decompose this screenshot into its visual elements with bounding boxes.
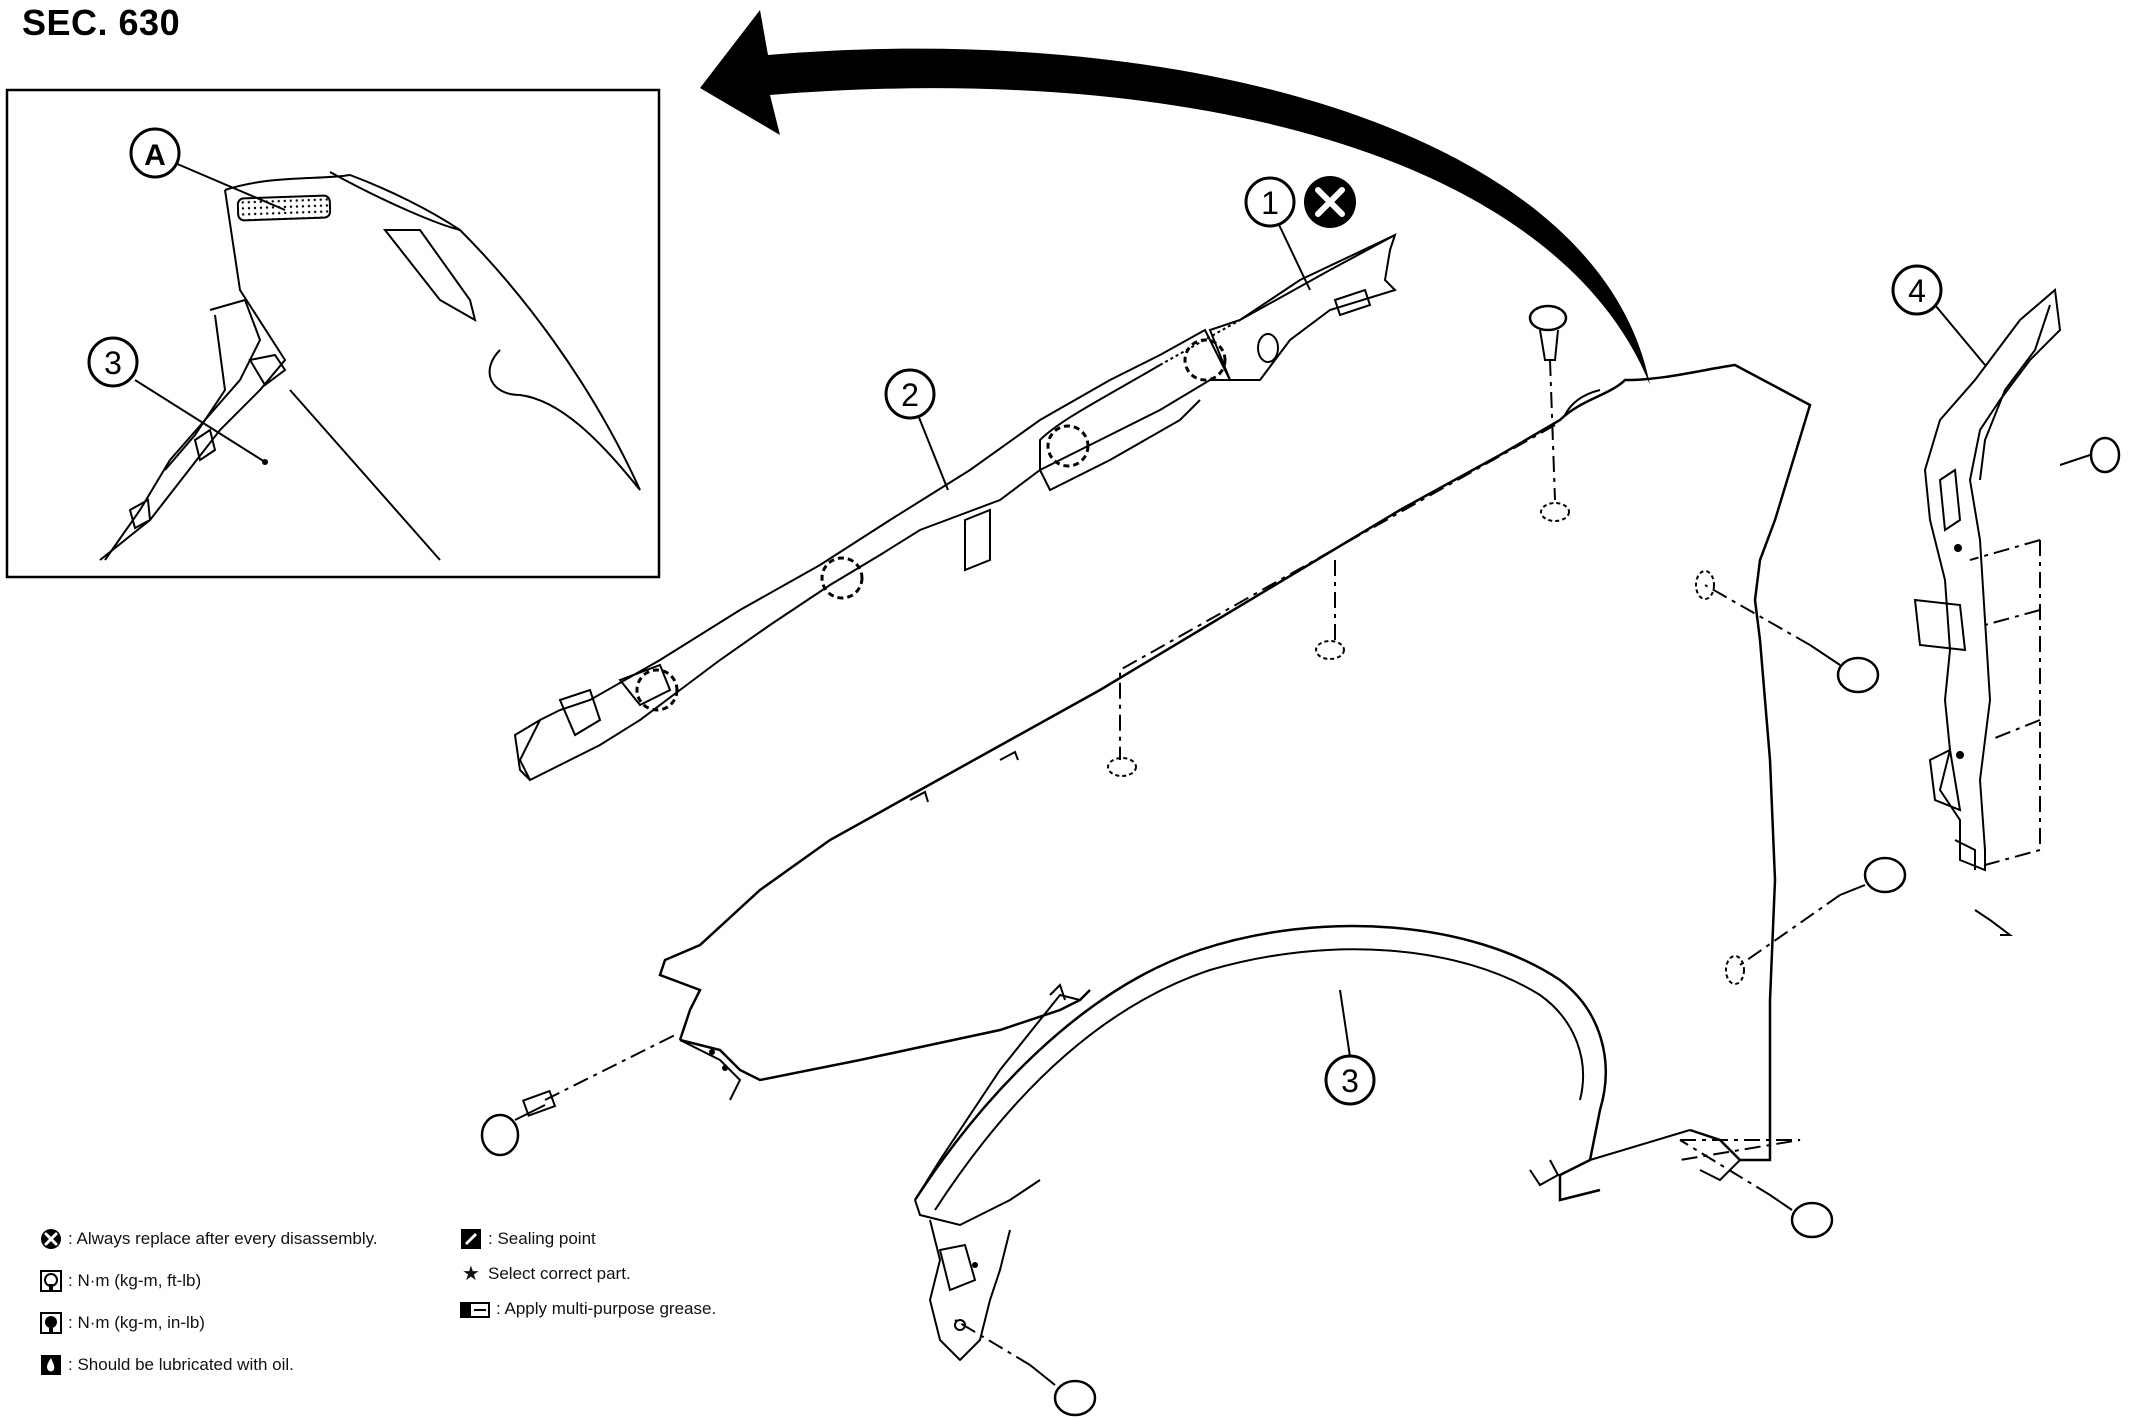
part-1-fender-seal — [1159, 209, 1397, 381]
star-icon: ★ — [462, 1263, 480, 1285]
legend-item: ★ Select correct part. — [460, 1263, 631, 1285]
clip-side — [2059, 436, 2121, 474]
callout-3-main: 3 — [1324, 1054, 1376, 1106]
legend-item: : Should be lubricated with oil. — [40, 1354, 294, 1376]
legend-text: : Always replace after every disassembly… — [68, 1229, 378, 1248]
bolt-rear-middle — [1739, 856, 1907, 966]
legend-text: : N·m (kg-m, in-lb) — [68, 1313, 205, 1332]
legend-item: : N·m (kg-m, ft-lb) — [40, 1270, 201, 1292]
bolt-rear-upper — [1704, 584, 1880, 694]
callout-4: 4 — [1891, 264, 1943, 316]
oil-icon — [41, 1355, 61, 1375]
svg-text:A: A — [144, 139, 166, 172]
direction-arrow — [700, 10, 1650, 385]
bolt-rear-lower — [1679, 1139, 1834, 1239]
hole-markers — [1107, 502, 1745, 985]
legend-item: : Apply multi-purpose grease. — [460, 1298, 716, 1320]
section-title: SEC. 630 — [22, 2, 181, 43]
alignment-lines — [1119, 424, 2041, 1161]
grease-icon — [460, 1302, 490, 1318]
torque-ft-lb-icon — [40, 1270, 62, 1292]
svg-text:1: 1 — [1261, 185, 1279, 221]
part-3-front-fender — [658, 363, 1812, 1362]
sealing-point-icon — [461, 1229, 481, 1249]
legend-text: : Apply multi-purpose grease. — [496, 1299, 717, 1318]
legend-item: : Sealing point — [460, 1228, 596, 1250]
callout-3-inset: 3 — [87, 336, 139, 388]
legend-text: : Should be lubricated with oil. — [68, 1355, 294, 1374]
replace-icon — [41, 1229, 61, 1249]
legend-item: : Always replace after every disassembly… — [40, 1228, 378, 1250]
part-2-fender-protector — [513, 328, 1232, 782]
svg-text:4: 4 — [1908, 273, 1926, 309]
callout-A: A — [129, 127, 181, 179]
svg-text:3: 3 — [1341, 1063, 1359, 1099]
callout-2: 2 — [884, 368, 936, 420]
detail-inset-box — [5, 88, 661, 579]
svg-text:3: 3 — [104, 345, 122, 381]
replace-always-badge — [1304, 176, 1356, 228]
clip-top — [1528, 304, 1568, 501]
bolt-front-bottom — [954, 1319, 1097, 1417]
legend-text: Select correct part. — [488, 1264, 631, 1283]
torque-in-lb-icon — [40, 1312, 62, 1334]
legend-text: : Sealing point — [488, 1229, 596, 1248]
svg-text:2: 2 — [901, 377, 919, 413]
bolt-front-lower — [480, 1034, 676, 1157]
part-4-fender-side-seal — [1913, 288, 2062, 936]
legend-item: : N·m (kg-m, in-lb) — [40, 1312, 205, 1334]
callout-1: 1 — [1244, 176, 1296, 228]
legend-text: : N·m (kg-m, ft-lb) — [68, 1271, 202, 1290]
